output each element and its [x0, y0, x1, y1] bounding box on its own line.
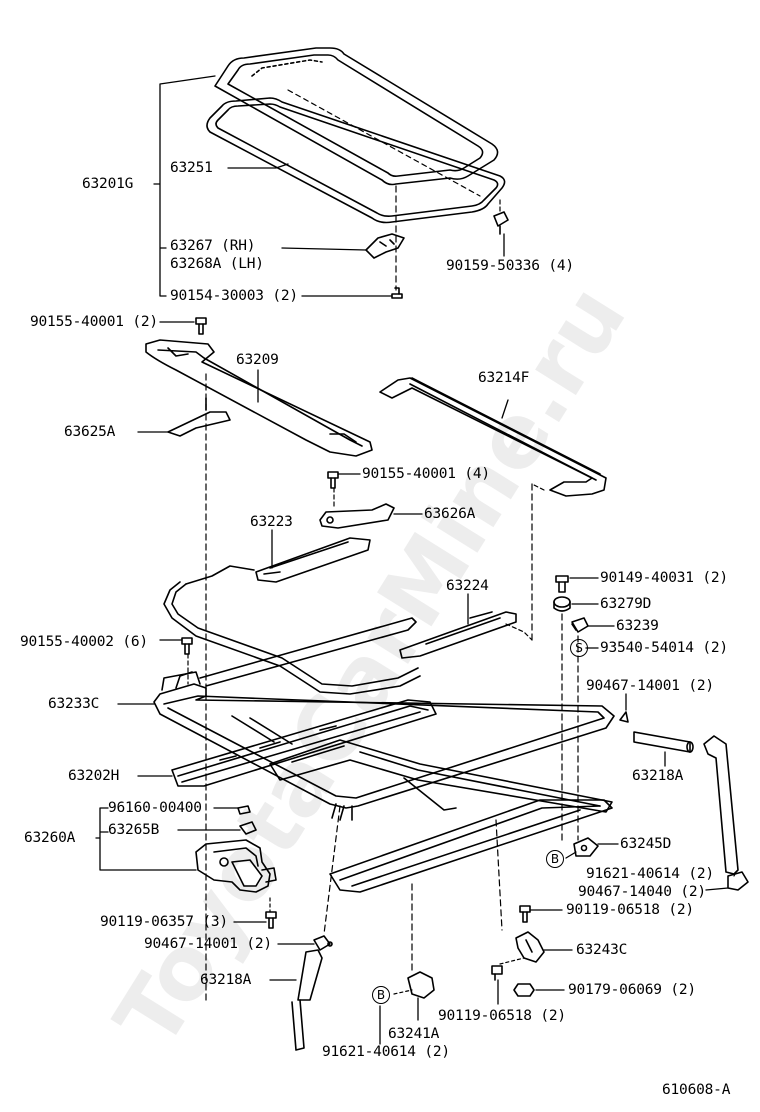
label-63209: 63209: [236, 352, 279, 368]
label-63279D: 63279D: [600, 596, 652, 612]
wire-96160: [237, 805, 251, 815]
symbol-b-lower: B: [372, 986, 390, 1004]
diagram-reference: 610608-A: [662, 1082, 731, 1098]
screw-90155-side: [181, 637, 193, 655]
label-90155-side: 90155-40002 (6): [20, 634, 148, 650]
label-63223: 63223: [250, 514, 293, 530]
label-91621-lower: 91621-40614 (2): [322, 1044, 450, 1060]
label-63260A: 63260A: [24, 830, 76, 846]
label-90467-14040: 90467-14040 (2): [578, 884, 706, 900]
label-63245D: 63245D: [620, 836, 672, 852]
drive-cable-assembly: [163, 565, 421, 695]
drain-hose-63218A-left: [291, 949, 323, 1051]
label-90159: 90159-50336 (4): [446, 258, 574, 274]
label-90154: 90154-30003 (2): [170, 288, 298, 304]
screw-90119-06357: [265, 911, 277, 929]
label-90467-right: 90467-14001 (2): [586, 678, 714, 694]
label-63626A: 63626A: [424, 506, 476, 522]
label-63625A: 63625A: [64, 424, 116, 440]
clamp-90467-left: [313, 935, 333, 951]
label-90179: 90179-06069 (2): [568, 982, 696, 998]
label-63239: 63239: [616, 618, 659, 634]
label-63267: 63267 (RH): [170, 238, 256, 254]
label-63224: 63224: [446, 578, 489, 594]
guide-rail-left-63202H: [171, 699, 437, 787]
label-90155-mid: 90155-40001 (4): [362, 466, 490, 482]
screw-90119-06518-lower: [491, 965, 503, 981]
deflector-arm-63625A: [167, 397, 231, 437]
nut-90179: [513, 983, 535, 997]
guide-rail-right: [329, 799, 613, 893]
screw-90155-mid: [327, 471, 339, 489]
label-63218A-right: 63218A: [632, 768, 684, 784]
screw-90119-06518-upper: [519, 905, 531, 923]
label-63251: 63251: [170, 160, 213, 176]
symbol-b-upper: B: [546, 850, 564, 868]
drive-motor-63260A: [195, 839, 277, 893]
drain-hose-63218A-right: [633, 731, 739, 875]
label-63218A-left: 63218A: [200, 972, 252, 988]
glass-weatherstrip-63251: [206, 97, 506, 224]
label-96160: 96160-00400: [108, 800, 202, 816]
screw-90149: [555, 575, 569, 593]
wind-deflector-63209: [145, 339, 373, 457]
label-63201G: 63201G: [82, 176, 134, 192]
screw-90159: [493, 211, 509, 235]
label-63268A: 63268A (LH): [170, 256, 264, 272]
screw-90154: [391, 287, 403, 299]
sunroof-housing-frame-63233C: [153, 671, 615, 821]
label-63241A: 63241A: [388, 1026, 440, 1042]
symbol-s: S: [570, 639, 588, 657]
bracket-63265B: [239, 821, 257, 835]
label-90155-top: 90155-40001 (2): [30, 314, 158, 330]
clamp-90467-14040: [727, 871, 749, 891]
sliding-shoe-63224: [399, 611, 517, 659]
label-90119-06357: 90119-06357 (3): [100, 914, 228, 930]
label-90467-left: 90467-14001 (2): [144, 936, 272, 952]
label-91621-upper: 91621-40614 (2): [586, 866, 714, 882]
label-63214F: 63214F: [478, 370, 530, 386]
bracket-63245D: [573, 837, 599, 857]
bracket-63243C: [515, 931, 545, 963]
bracket-63241A: [407, 971, 435, 999]
label-63202H: 63202H: [68, 768, 120, 784]
label-90149: 90149-40031 (2): [600, 570, 728, 586]
cross-member: [269, 739, 613, 813]
label-93540: 93540-54014 (2): [600, 640, 728, 656]
label-63265B: 63265B: [108, 822, 160, 838]
sliding-shoe-63223: [255, 537, 371, 583]
label-63233C: 63233C: [48, 696, 100, 712]
label-90119-upper: 90119-06518 (2): [566, 902, 694, 918]
screw-90155-top: [195, 317, 207, 335]
label-90119-lower: 90119-06518 (2): [438, 1008, 566, 1024]
clamp-90467-right: [619, 711, 629, 723]
bracket-63626A: [319, 503, 395, 529]
sunroof-glass-panel: [214, 47, 499, 186]
clip-63239: [571, 617, 589, 633]
label-63243C: 63243C: [576, 942, 628, 958]
glass-bracket-63267: [365, 233, 405, 259]
drain-rail-63214F: [379, 377, 607, 497]
spacer-63279D: [553, 596, 571, 612]
